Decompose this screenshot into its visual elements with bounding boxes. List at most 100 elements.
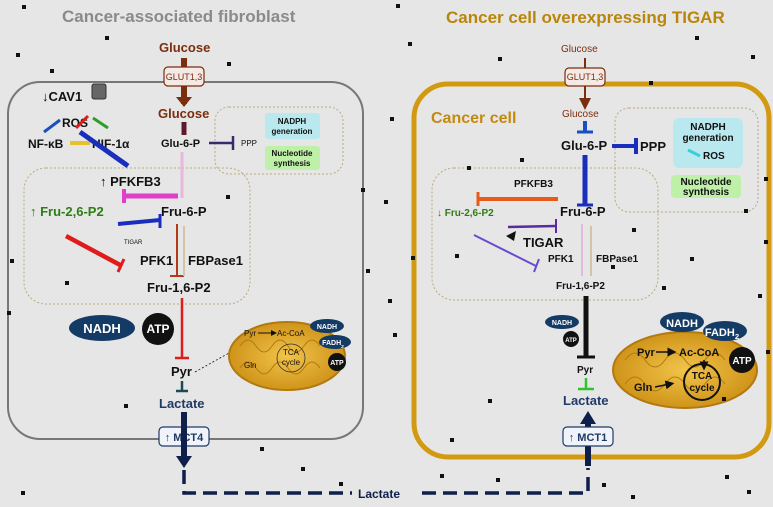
left-nadh-badge — [69, 315, 135, 341]
right-glu6p: Glu-6-P — [561, 138, 608, 153]
right-mito-nadh-badge — [660, 312, 704, 332]
right-pfk1: PFK1 — [548, 254, 574, 265]
left-atp: ATP — [146, 322, 169, 336]
right-ros: ROS — [703, 151, 725, 162]
right-pyr: Pyr — [577, 365, 593, 376]
left-pfk1: PFK1 — [140, 253, 173, 268]
left-glut-label: GLUT1,3 — [166, 72, 203, 82]
left-tigar: TIGAR — [124, 240, 143, 246]
left-glut-box — [163, 66, 205, 87]
left-fru16: Fru-1,6-P2 — [147, 280, 211, 295]
left-mitochondrion — [228, 321, 346, 391]
right-nucleotide-line2: synthesis — [683, 187, 730, 198]
right-atp-badge — [563, 331, 579, 347]
right-mito-gln: Gln — [634, 382, 653, 394]
fru26-to-fru6p — [117, 218, 161, 226]
left-mito-tca1: TCA — [283, 348, 300, 357]
right-mito-tca2: cycle — [689, 383, 714, 394]
right-atp: ATP — [565, 338, 577, 344]
right-cell-label: Cancer cell — [431, 110, 516, 127]
shuttle-lactate-label: Lactate — [358, 487, 400, 501]
right-title: Cancer cell overexpressing TIGAR — [446, 8, 725, 27]
right-lactate: Lactate — [563, 393, 609, 408]
lactate-import-head — [580, 411, 596, 424]
right-glucose-in: Glucose — [562, 109, 599, 120]
left-nadph-line2: generation — [272, 127, 313, 136]
left-mito-fadh-badge — [319, 335, 351, 349]
left-glucose-in: Glucose — [158, 106, 209, 121]
left-tca-circle — [276, 343, 306, 373]
right-mito-fadh-badge — [703, 321, 747, 341]
left-mito-atp: ATP — [330, 360, 344, 367]
right-ppp: PPP — [640, 139, 666, 154]
left-mito-acoa: Ac-CoA — [277, 329, 305, 338]
ppp-region — [214, 106, 344, 175]
left-glu6p: Glu-6-P — [161, 138, 200, 150]
left-fru6p: Fru-6-P — [161, 204, 207, 219]
right-nadph-box — [673, 118, 743, 168]
right-mito-atp: ATP — [732, 356, 752, 367]
hif-to-ros — [74, 114, 90, 130]
left-lactate: Lactate — [159, 396, 205, 411]
left-nfkb: NF-κB — [28, 137, 64, 151]
glycolysis-region — [23, 167, 251, 305]
right-mito-fadh: FADH2 — [705, 327, 739, 341]
left-mito-pyr: Pyr — [244, 329, 256, 338]
right-fru26-to-fru6p — [507, 224, 557, 229]
right-mito-nadh: NADH — [666, 318, 698, 330]
right-nadph-ros — [687, 148, 701, 158]
left-nadph-line1: NADPH — [278, 117, 307, 126]
right-tca-circle — [683, 363, 721, 401]
right-glut-label: GLUT1,3 — [567, 72, 604, 82]
left-nucleotide-line2: synthesis — [274, 159, 311, 168]
right-fru26: ↓ Fru-2,6-P2 — [437, 208, 494, 219]
left-mito-fadh: FADH2 — [322, 340, 344, 350]
left-cav1: ↓CAV1 — [42, 89, 82, 104]
right-mito-gln-tca — [654, 380, 675, 390]
right-nucleotide-box — [671, 175, 741, 198]
lactate-shuttle-right — [422, 468, 590, 495]
right-tigar-marker — [506, 231, 516, 241]
right-mito-tca1: TCA — [692, 371, 713, 382]
right-fru6p: Fru-6-P — [560, 204, 606, 219]
left-glucose-out: Glucose — [159, 40, 210, 55]
noise-specks — [7, 4, 770, 499]
left-mito-gln: Gln — [244, 361, 256, 370]
left-mito-nadh-badge — [310, 319, 344, 333]
left-fru26: ↑ Fru-2,6-P2 — [30, 204, 104, 219]
lactate-export-head — [176, 456, 192, 468]
right-glut-box — [564, 67, 606, 87]
right-nadph-line1: NADPH — [690, 122, 726, 133]
right-mito-atp-badge — [729, 347, 755, 373]
right-pfkfb3: PFKFB3 — [514, 179, 553, 190]
right-ppp-region — [614, 107, 759, 213]
left-ppp: PPP — [241, 139, 257, 148]
left-tigar-inhibit — [64, 234, 124, 268]
left-mito-tca2: cycle — [282, 358, 301, 367]
right-nucleotide-line1: Nucleotide — [680, 177, 732, 188]
left-title: Cancer-associated fibroblast — [62, 7, 296, 26]
left-nadph-box — [265, 113, 320, 139]
cav1-square — [91, 83, 107, 100]
left-ros: ROS — [62, 116, 88, 130]
left-mito-atp-badge — [328, 353, 346, 371]
right-nadph-line2: generation — [682, 133, 733, 144]
right-mct1-box — [562, 426, 614, 447]
right-tigar-cap — [533, 258, 540, 273]
lactate-shuttle-left — [182, 470, 352, 495]
left-pfkfb3: ↑ PFKFB3 — [100, 174, 161, 189]
left-mito-nadh: NADH — [317, 324, 337, 331]
ros-to-hif — [92, 116, 109, 130]
left-glucose-arrowhead — [176, 97, 192, 107]
right-fbpase1: FBPase1 — [596, 254, 639, 265]
right-fru16: Fru-1,6-P2 — [556, 281, 605, 292]
right-glucose-out: Glucose — [561, 44, 598, 55]
left-pyr: Pyr — [171, 364, 192, 379]
left-nucleotide-box — [265, 146, 320, 170]
right-mito-pyr: Pyr — [637, 347, 655, 359]
left-mito-cristae — [239, 339, 321, 375]
nfkb-to-pfkfb3 — [78, 129, 130, 169]
ros-to-nfkb — [43, 118, 61, 134]
right-mct1: ↑ MCT1 — [569, 432, 608, 444]
